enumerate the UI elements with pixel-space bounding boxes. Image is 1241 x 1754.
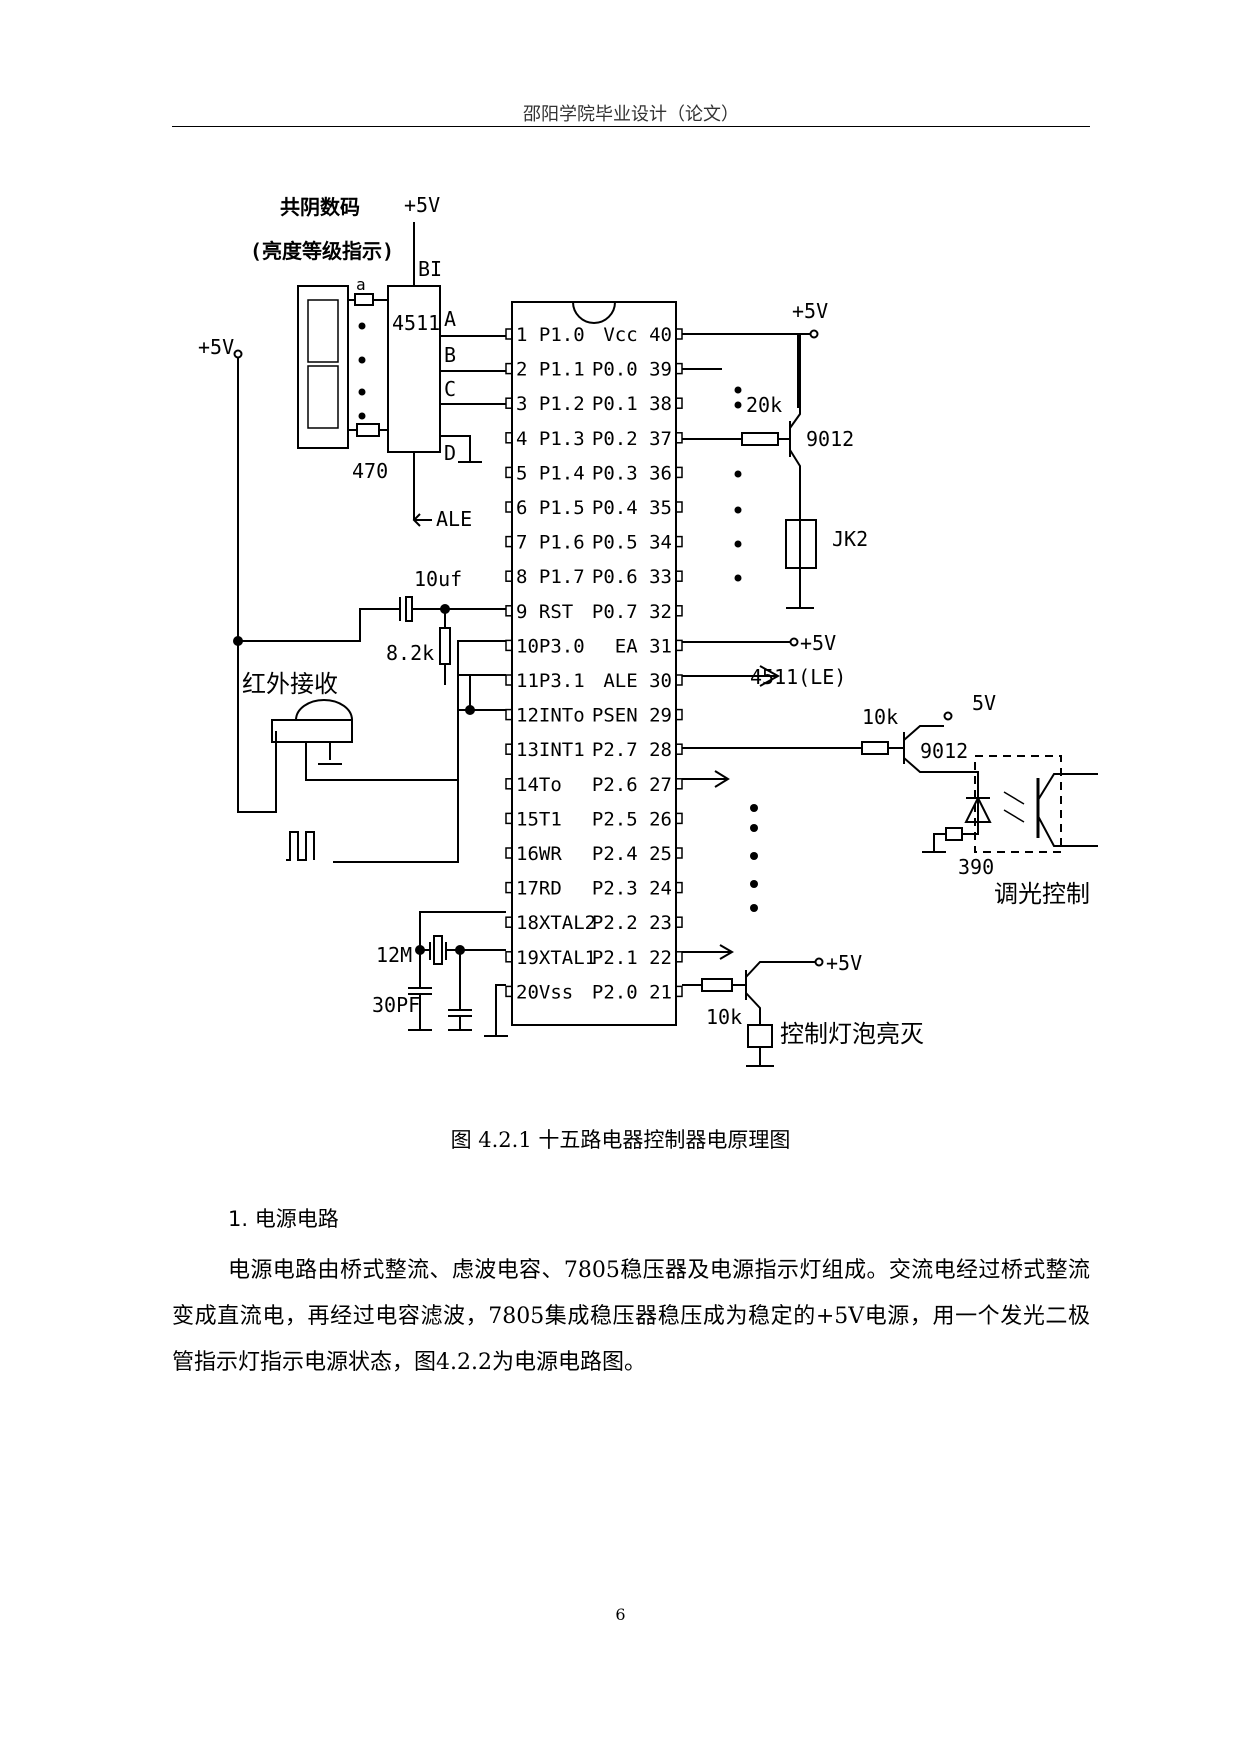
ir-receiver bbox=[271, 719, 353, 743]
mcu-pin-right-label: PSEN 29 bbox=[592, 705, 672, 727]
mcu-pin-left-label: 8 P1.7 bbox=[516, 566, 585, 588]
mcu-pin-right-label: P0.5 34 bbox=[592, 532, 672, 554]
mcu-pin-left-label: 12INTo bbox=[516, 705, 585, 727]
mcu-pin-right-label: P2.3 24 bbox=[592, 878, 672, 900]
mcu-pin-right-label: P2.1 22 bbox=[592, 947, 672, 969]
r390-label: 390 bbox=[958, 855, 994, 879]
mcu-pin-right-label: Vcc 40 bbox=[603, 324, 672, 346]
v5-left-label: +5V bbox=[198, 335, 234, 359]
r20k-label: 20k bbox=[746, 393, 782, 417]
mcu-pin-right-label: P0.6 33 bbox=[592, 566, 672, 588]
pulse-waveform bbox=[286, 831, 315, 861]
display-title: 共阴数码 bbox=[280, 195, 360, 219]
mcu-pin-left-label: 16WR bbox=[516, 843, 562, 865]
pin-a-label: A bbox=[444, 307, 456, 331]
cap-30pf-label: 30PF bbox=[372, 993, 420, 1017]
section-title: 电源电路 bbox=[254, 1207, 339, 1231]
cap-10uf-label: 10uf bbox=[414, 567, 462, 591]
v5-decoder-label: +5V bbox=[404, 193, 440, 217]
display-subtitle: (亮度等级指示) bbox=[250, 239, 394, 263]
page-number: 6 bbox=[615, 1605, 626, 1624]
mcu-pin-left-label: 13INT1 bbox=[516, 739, 585, 761]
v5-top-right-label: +5V bbox=[792, 299, 828, 323]
ir-receiver-label: 红外接收 bbox=[242, 670, 338, 698]
mcu-pin-left-label: 14To bbox=[516, 774, 562, 796]
mcu-pin-left-label: 19XTAL1 bbox=[516, 947, 596, 969]
crystal-label: 12M bbox=[376, 943, 412, 967]
optocoupler bbox=[974, 755, 1062, 853]
mcu-chip bbox=[511, 301, 677, 1026]
jk2-label: JK2 bbox=[832, 527, 868, 551]
mcu-pin-right-label: P0.0 39 bbox=[592, 359, 672, 381]
mcu-pin-right-label: ALE 30 bbox=[603, 670, 672, 692]
pin-b-label: B bbox=[444, 343, 456, 367]
figure-caption: 图 4.2.1 十五路电器控制器电原理图 bbox=[450, 1128, 791, 1152]
mcu-pin-right-label: P2.2 23 bbox=[592, 912, 672, 934]
mcu-pin-right-label: P2.6 27 bbox=[592, 774, 672, 796]
mcu-pin-left-label: 5 P1.4 bbox=[516, 462, 585, 484]
pin-d-label: D bbox=[444, 441, 456, 465]
mcu-pin-left-label: 11P3.1 bbox=[516, 670, 585, 692]
bi-label: BI bbox=[418, 257, 442, 281]
mcu-pin-right-label: P2.0 21 bbox=[592, 981, 672, 1003]
header-rule bbox=[172, 126, 1090, 127]
mcu-pin-right-label: P0.7 32 bbox=[592, 601, 672, 623]
mcu-pin-right-label: P0.4 35 bbox=[592, 497, 672, 519]
mcu-pin-left-label: 6 P1.5 bbox=[516, 497, 585, 519]
section-number: 1. bbox=[228, 1207, 249, 1231]
mcu-pin-left-label: 15T1 bbox=[516, 808, 562, 830]
r10k-dim-label: 10k bbox=[862, 705, 898, 729]
seven-segment-display bbox=[297, 285, 349, 449]
r470-label: 470 bbox=[352, 459, 388, 483]
r-8k2-label: 8.2k bbox=[386, 641, 434, 665]
mcu-pin-right-label: P0.2 37 bbox=[592, 428, 672, 450]
mcu-pin-left-label: 10P3.0 bbox=[516, 635, 585, 657]
mcu-pin-left-label: 4 P1.3 bbox=[516, 428, 585, 450]
v5-ea-label: +5V bbox=[800, 631, 836, 655]
v5-dimmer-label: 5V bbox=[972, 691, 996, 715]
body-paragraph: 电源电路由桥式整流、虑波电容、7805稳压器及电源指示灯组成。交流电经过桥式整流… bbox=[172, 1258, 1090, 1375]
mcu-pin-right-label: P0.1 38 bbox=[592, 393, 672, 415]
r10k-bulb-label: 10k bbox=[706, 1005, 742, 1029]
mcu-pin-left-label: 9 RST bbox=[516, 601, 573, 623]
mcu-pin-right-label: EA 31 bbox=[615, 635, 672, 657]
mcu-pin-right-label: P2.5 26 bbox=[592, 808, 672, 830]
mcu-pin-left-label: 20Vss bbox=[516, 981, 573, 1003]
v5-bottom-label: +5V bbox=[826, 951, 862, 975]
decoder-label: 4511 bbox=[392, 311, 440, 335]
mcu-pin-right-label: P2.4 25 bbox=[592, 843, 672, 865]
mcu-pin-right-label: P0.3 36 bbox=[592, 462, 672, 484]
mcu-pin-left-label: 3 P1.2 bbox=[516, 393, 585, 415]
bulb-label: 控制灯泡亮灭 bbox=[780, 1020, 924, 1048]
ale-4511-label: 4511(LE) bbox=[750, 665, 846, 689]
mcu-pin-left-label: 18XTAL2 bbox=[516, 912, 596, 934]
mcu-pin-right-label: P2.7 28 bbox=[592, 739, 672, 761]
page-header: 邵阳学院毕业设计（论文） bbox=[523, 104, 739, 125]
mcu-pin-left-label: 7 P1.6 bbox=[516, 532, 585, 554]
q9012-top-label: 9012 bbox=[806, 427, 854, 451]
mcu-notch bbox=[572, 301, 616, 324]
mcu-pin-labels: 1 P1.0 2 P1.1 3 P1.2 4 P1.3 5 P1.4 6 P1.5 7 P1… bbox=[505, 324, 683, 1003]
section-heading: 1. 电源电路 bbox=[228, 1203, 339, 1233]
mcu-pin-left-label: 1 P1.0 bbox=[516, 324, 585, 346]
mcu-pin-left-label: 17RD bbox=[516, 878, 562, 900]
mcu-pin-left-label: 2 P1.1 bbox=[516, 359, 585, 381]
ale-arrow-label: ALE bbox=[436, 507, 472, 531]
q9012-dim-label: 9012 bbox=[920, 739, 968, 763]
dimming-label: 调光控制 bbox=[994, 880, 1090, 908]
circuit-schematic: 1 P1.0 2 P1.1 3 P1.2 4 P1.3 5 P1.4 6 P1.5 7 P1… bbox=[198, 193, 1098, 1067]
pin-c-label: C bbox=[444, 377, 456, 401]
seg-a-label: a bbox=[356, 275, 366, 294]
